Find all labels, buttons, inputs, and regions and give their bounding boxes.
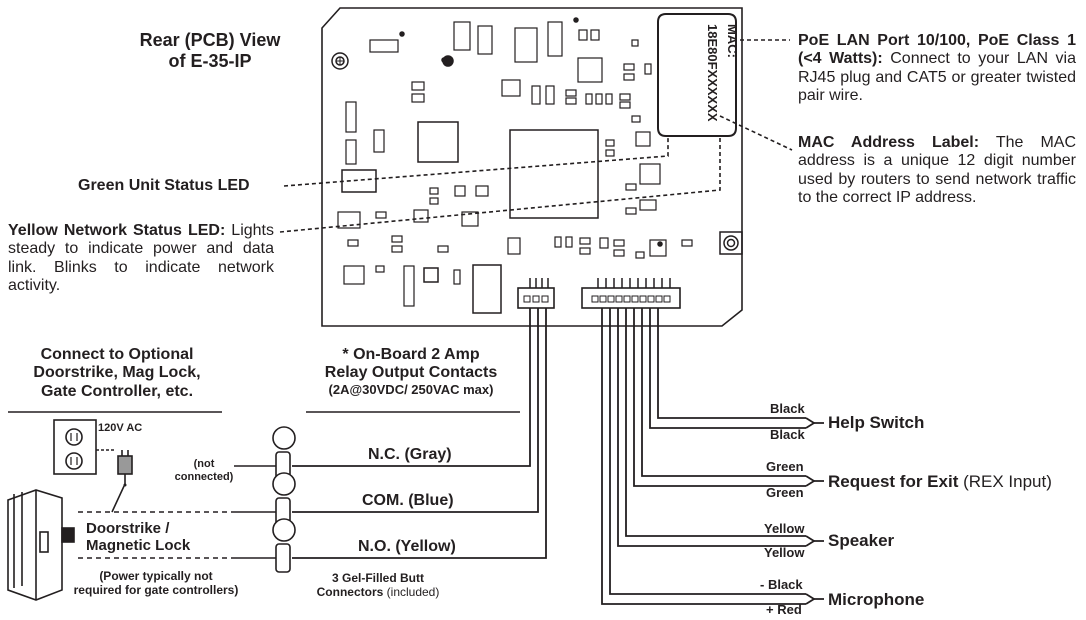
mac-label-text-1: MAC: <box>725 24 740 58</box>
mac-callout: MAC Address Label: The MAC address is a … <box>798 134 1076 207</box>
help-wire-top: Black <box>770 401 805 416</box>
rex-wire-bottom: Green <box>766 485 804 500</box>
speaker-label: Speaker <box>828 531 895 550</box>
mic-wire-bottom: + Red <box>766 602 802 617</box>
rex-label: Request for Exit (REX Input) <box>828 472 1052 491</box>
ac-label: 120V AC <box>98 422 143 434</box>
door-icon <box>7 489 75 601</box>
ac-outlet <box>53 419 133 513</box>
green-led-leader <box>283 138 669 187</box>
butt-connectors <box>272 426 296 573</box>
pcb-board <box>321 7 743 327</box>
nc-label: N.C. (Gray) <box>368 446 452 463</box>
power-note: (Power typically not required for gate c… <box>73 569 239 597</box>
doorstrike-label: Doorstrike / Magnetic Lock <box>86 520 191 555</box>
no-label: N.O. (Yellow) <box>358 538 456 555</box>
wire-mic-1 <box>609 308 806 595</box>
wire-rex-1 <box>641 308 806 477</box>
main-header <box>581 278 681 309</box>
rex-wire-top: Green <box>766 459 804 474</box>
microphone-label: Microphone <box>828 590 925 609</box>
wire-com <box>292 308 539 513</box>
wire-help-2 <box>649 308 806 429</box>
mac-label-text-2: 18E80FXXXXXX <box>705 24 720 122</box>
main-processor-chip <box>509 129 599 219</box>
page-title: Rear (PCB) View of E-35-IP <box>139 30 281 71</box>
yellow-led-leader <box>279 138 721 233</box>
wire-spk-1 <box>625 308 806 537</box>
chip-square <box>417 121 459 163</box>
speaker-wire-bottom: Yellow <box>764 545 805 560</box>
poe-callout: PoE LAN Port 10/100, PoE Class 1 (<4 Wat… <box>798 32 1076 105</box>
mounting-hole-left <box>331 52 349 70</box>
speaker-wire-top: Yellow <box>764 521 805 536</box>
yellow-led-callout: Yellow Network Status LED: Lights steady… <box>8 222 274 295</box>
mac-leader <box>719 115 793 151</box>
not-connected-note: (not connected) <box>174 458 234 483</box>
mic-wire-top: - Black <box>760 577 803 592</box>
wire-rex-2 <box>633 308 806 487</box>
green-led-label: Green Unit Status LED <box>78 177 250 194</box>
wire-no <box>292 308 547 559</box>
help-wire-bottom: Black <box>770 427 805 442</box>
optional-heading: Connect to Optional Doorstrike, Mag Lock… <box>33 346 201 400</box>
mounting-hole-right <box>719 231 743 255</box>
relay-header <box>517 278 555 309</box>
wire-spk-2 <box>617 308 806 547</box>
mac-label-sticker <box>657 13 737 137</box>
wire-help-1 <box>657 308 806 419</box>
help-switch-label: Help Switch <box>828 413 925 432</box>
wire-mic-2 <box>601 308 806 605</box>
butt-connectors-note: 3 Gel-Filled Butt Connectors (included) <box>316 571 440 599</box>
relay-heading: * On-Board 2 Amp Relay Output Contacts (… <box>324 346 498 397</box>
wire-nc <box>292 308 531 467</box>
com-label: COM. (Blue) <box>362 492 454 509</box>
